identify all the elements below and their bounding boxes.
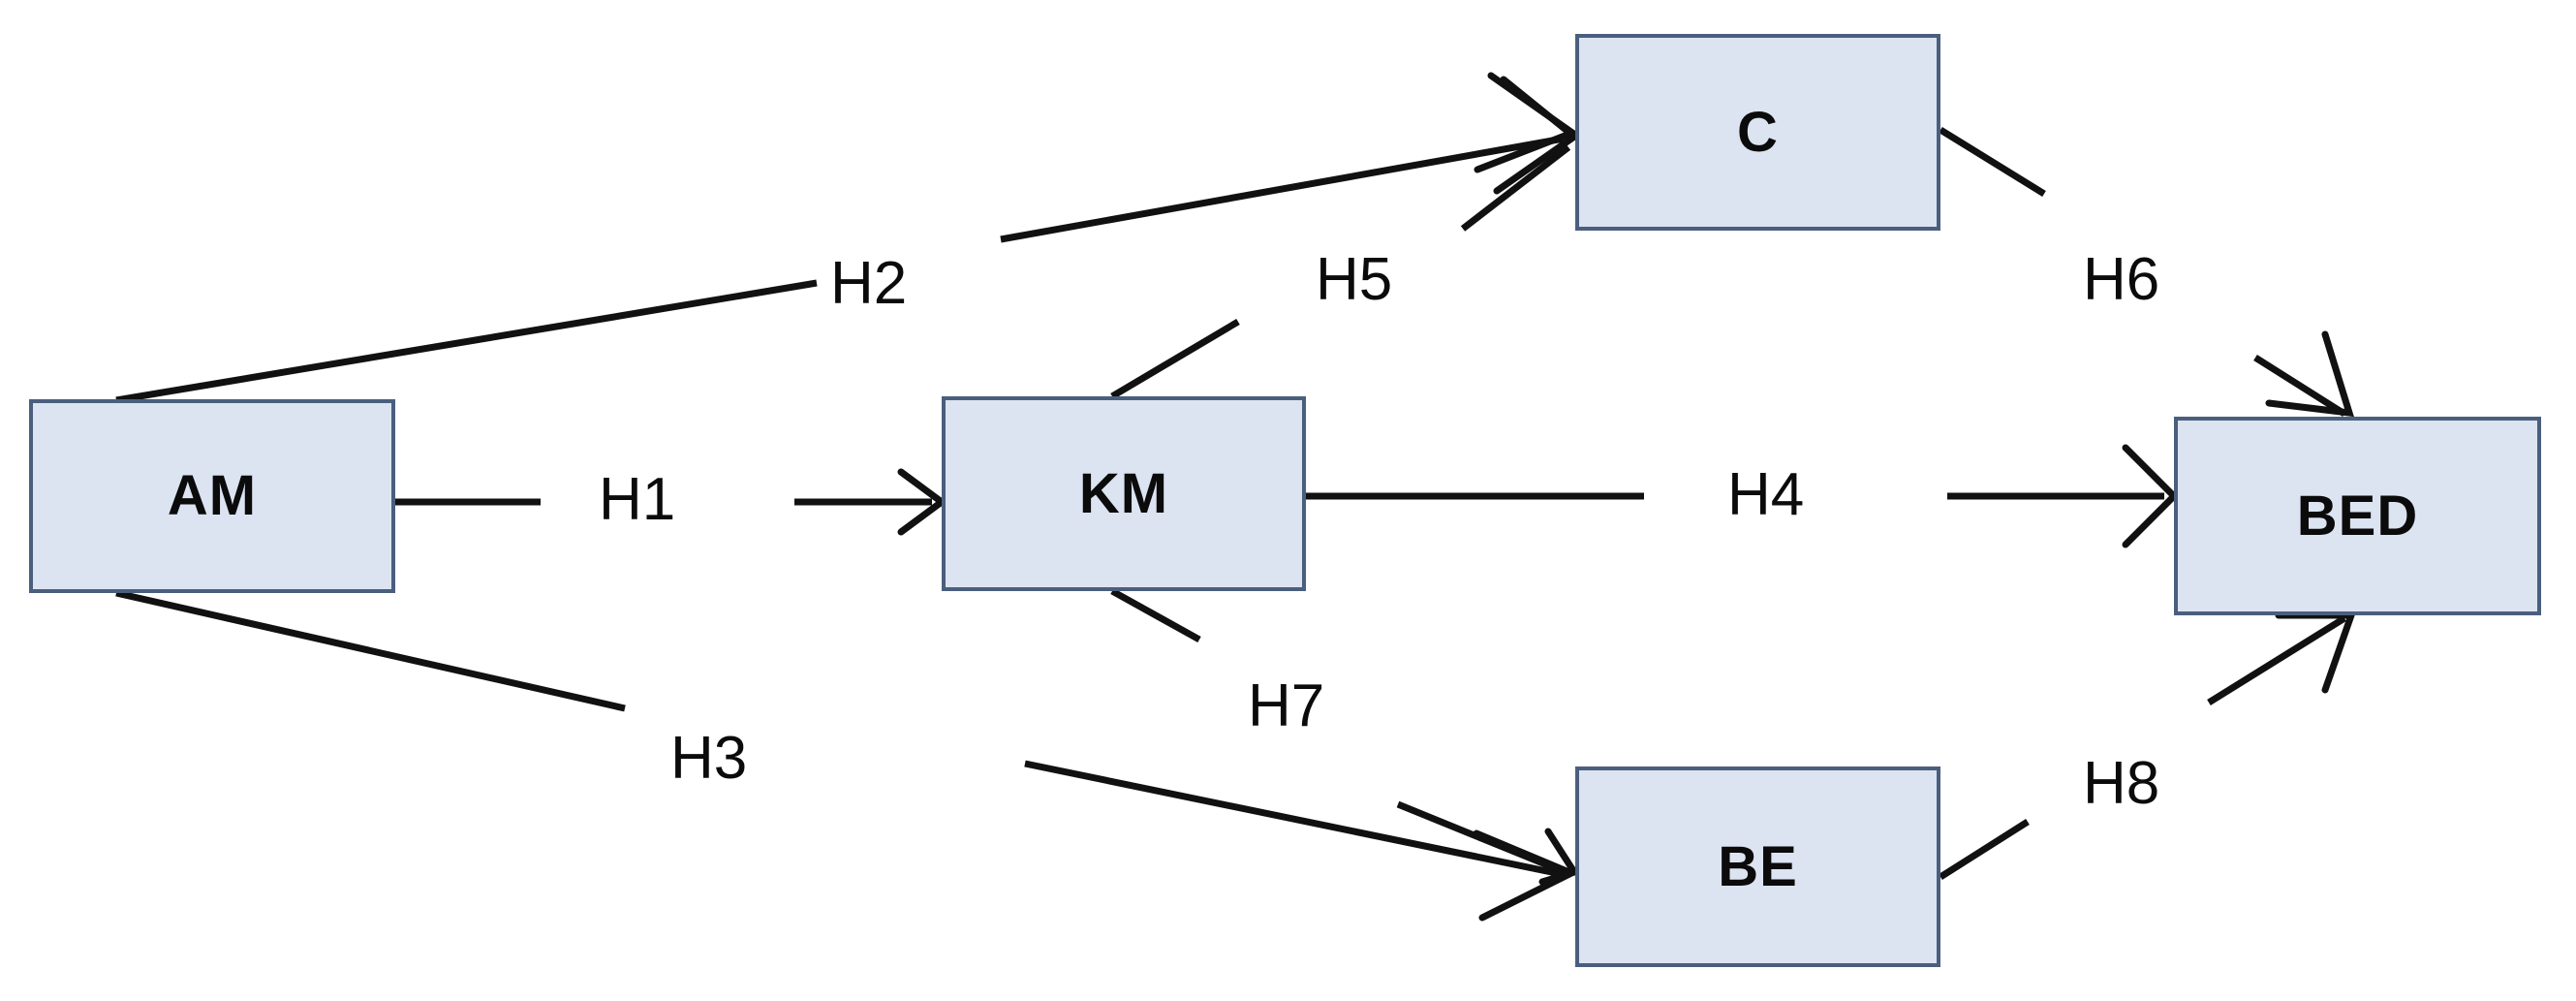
node-km-label: KM xyxy=(1078,461,1169,525)
edge-h7-stub xyxy=(1110,587,1201,643)
edge-h8-stub xyxy=(1939,819,2030,880)
edge-label-h2: H2 xyxy=(830,250,908,317)
edge-h6 xyxy=(1939,127,2354,418)
edge-label-h8: H8 xyxy=(2083,750,2160,817)
edge-h5-shaft xyxy=(1460,144,1571,232)
edge-label-h3: H3 xyxy=(670,725,748,792)
edge-h5-arrowhead xyxy=(1493,76,1580,195)
node-bed-label: BED xyxy=(2296,484,2419,547)
edge-label-h4: H4 xyxy=(1727,461,1805,528)
node-c-label: C xyxy=(1737,100,1779,164)
edge-h3-shaft xyxy=(1024,760,1567,879)
node-km[interactable]: KM xyxy=(942,396,1306,591)
edge-label-h1: H1 xyxy=(599,466,676,533)
edge-h8-shaft xyxy=(2207,615,2346,705)
edge-h5 xyxy=(1110,76,1580,400)
edge-label-h6: H6 xyxy=(2083,246,2160,313)
edge-h8-arrowhead xyxy=(2275,611,2356,694)
node-am-label: AM xyxy=(167,464,258,527)
edge-h7 xyxy=(1110,587,1580,886)
edge-h2-stub xyxy=(115,279,818,404)
edge-label-h7: H7 xyxy=(1248,673,1325,739)
node-be[interactable]: BE xyxy=(1575,766,1940,967)
edge-label-h5: H5 xyxy=(1316,246,1393,313)
edge-h6-shaft xyxy=(2253,355,2346,417)
edge-h3 xyxy=(115,589,1580,922)
edge-h7-arrowhead xyxy=(1538,828,1580,886)
node-bed[interactable]: BED xyxy=(2174,417,2541,615)
edge-h6-stub xyxy=(1939,127,2046,197)
edge-h8 xyxy=(1939,611,2356,880)
edge-h6-arrowhead xyxy=(2265,330,2354,418)
edge-h2-shaft xyxy=(1000,135,1565,243)
edge-h2 xyxy=(115,72,1580,404)
node-am[interactable]: AM xyxy=(29,399,395,593)
edge-h3-stub xyxy=(115,589,626,712)
edge-h7-shaft xyxy=(1396,800,1571,878)
node-be-label: BE xyxy=(1718,834,1798,898)
edge-h5-stub xyxy=(1110,318,1240,400)
node-c[interactable]: C xyxy=(1575,34,1940,231)
